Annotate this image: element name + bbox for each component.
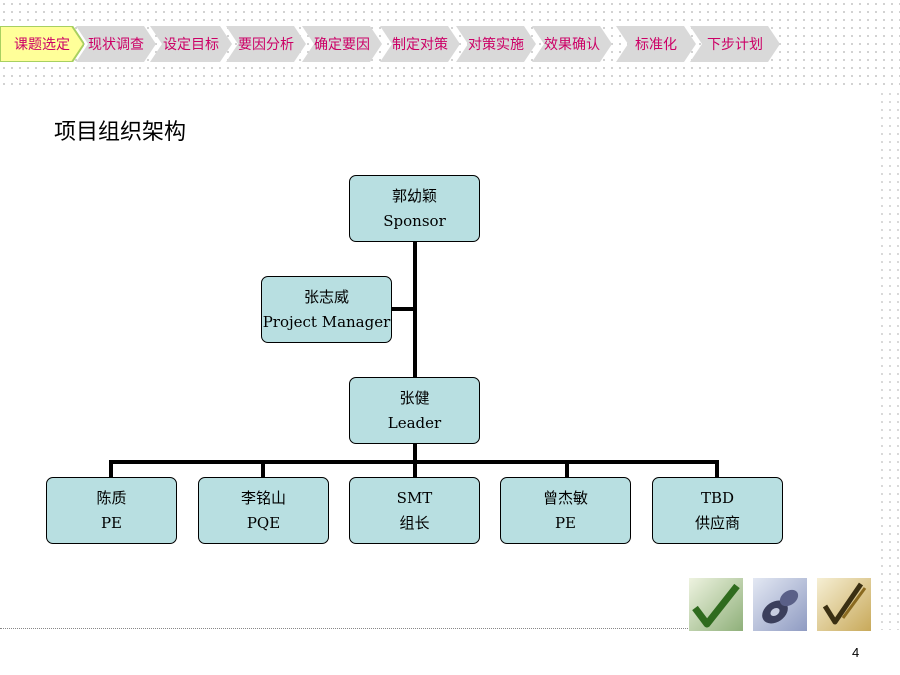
org-name: 郭幼颖 xyxy=(391,186,437,205)
org-role: Project Manager xyxy=(262,312,391,331)
nav-step-label: 制定对策 xyxy=(392,37,448,53)
nav-step-7[interactable]: 对策实施 xyxy=(456,26,536,62)
checkmark-image xyxy=(689,578,743,631)
page-number: 4 xyxy=(852,645,860,660)
org-box-leader: 张健 Leader xyxy=(349,377,480,444)
dotted-side-pattern xyxy=(878,90,900,630)
nav-step-10[interactable]: 下步计划 xyxy=(690,26,780,62)
org-name: SMT xyxy=(396,488,433,507)
nav-step-label: 下步计划 xyxy=(707,37,763,53)
org-name: 张志威 xyxy=(303,287,349,306)
nav-step-label: 对策实施 xyxy=(468,37,524,53)
org-box-member-5: TBD 供应商 xyxy=(652,477,783,544)
org-box-sponsor: 郭幼颖 Sponsor xyxy=(349,175,480,242)
connector-pm xyxy=(392,307,415,311)
connector-leader-down xyxy=(413,442,417,462)
connector-member-4 xyxy=(565,460,569,477)
org-role: Sponsor xyxy=(383,211,446,230)
pen-check-image xyxy=(817,578,871,631)
connector-member-5 xyxy=(715,460,719,477)
org-box-member-2: 李铭山 PQE xyxy=(198,477,329,544)
disc-image xyxy=(753,578,807,631)
nav-step-label: 课题选定 xyxy=(14,37,70,53)
org-role: Leader xyxy=(387,413,442,432)
connector-member-3 xyxy=(413,460,417,477)
org-role: 供应商 xyxy=(694,513,740,532)
nav-step-label: 标准化 xyxy=(635,37,677,53)
connector-member-1 xyxy=(109,460,113,477)
connector-sponsor-leader xyxy=(413,242,417,377)
nav-step-label: 效果确认 xyxy=(544,37,600,53)
nav-step-2[interactable]: 现状调查 xyxy=(76,26,156,62)
page-title: 项目组织架构 xyxy=(54,120,187,145)
org-role: PE xyxy=(100,513,123,532)
nav-step-6[interactable]: 制定对策 xyxy=(380,26,460,62)
nav-step-4[interactable]: 要因分析 xyxy=(226,26,306,62)
org-role: PE xyxy=(554,513,577,532)
nav-step-label: 确定要因 xyxy=(314,37,370,53)
org-box-project-manager: 张志威 Project Manager xyxy=(261,276,392,343)
org-name: 曾杰敏 xyxy=(542,488,588,507)
nav-step-9[interactable]: 标准化 xyxy=(616,26,696,62)
org-name: TBD xyxy=(700,488,735,507)
nav-step-label: 设定目标 xyxy=(163,37,219,53)
nav-step-5[interactable]: 确定要因 xyxy=(302,26,382,62)
org-box-member-3: SMT 组长 xyxy=(349,477,480,544)
org-name: 张健 xyxy=(399,388,430,407)
nav-step-label: 现状调查 xyxy=(88,37,144,53)
org-box-member-1: 陈质 PE xyxy=(46,477,177,544)
process-step-nav: 课题选定 现状调查 设定目标 要因分析 确定要因 制定对策 对策实施 效果确认 … xyxy=(0,26,790,62)
org-name: 陈质 xyxy=(96,488,127,507)
org-name: 李铭山 xyxy=(240,488,286,507)
nav-step-1[interactable]: 课题选定 xyxy=(0,26,84,62)
nav-step-3[interactable]: 设定目标 xyxy=(150,26,232,62)
nav-step-8[interactable]: 效果确认 xyxy=(532,26,612,62)
connector-member-2 xyxy=(261,460,265,477)
org-box-member-4: 曾杰敏 PE xyxy=(500,477,631,544)
org-role: PQE xyxy=(246,513,281,532)
org-role: 组长 xyxy=(399,513,430,532)
footer-dotted-rule xyxy=(0,628,688,629)
nav-step-label: 要因分析 xyxy=(238,37,294,53)
